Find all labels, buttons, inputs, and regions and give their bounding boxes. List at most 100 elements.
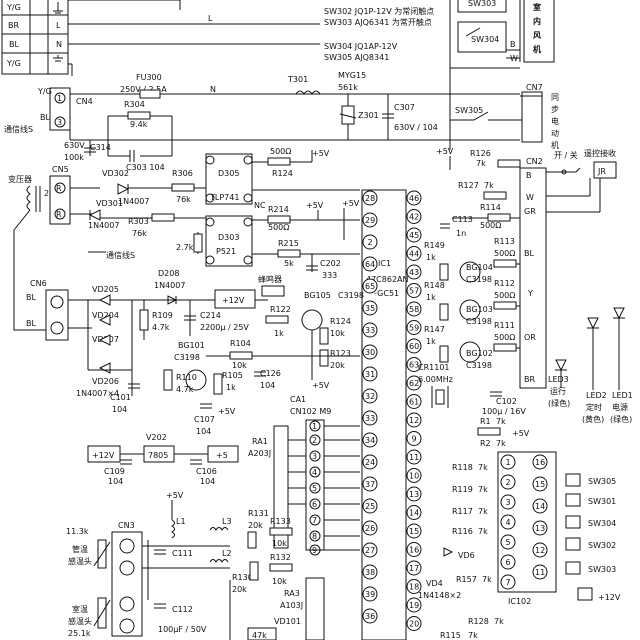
cn2-led-section: +5V R126 7k R127 7k CN2 B W GR BL Y OR B…: [418, 147, 633, 424]
ic102-right-pin-6: [500, 574, 516, 590]
r117-label: R117: [452, 507, 473, 516]
comm-line-s2: 通信线S: [106, 250, 135, 260]
plus5v-r126: +5V: [436, 147, 454, 156]
ic1-right-pin-19-number: 16: [409, 546, 419, 555]
ic1-label: IC1: [378, 259, 391, 268]
vd4-type: 1N4148×2: [418, 591, 461, 600]
motor-label-1: 同: [551, 93, 559, 102]
ic1-left-pin-16: [362, 542, 378, 558]
note-sw303: SW303 AJQ6341 为常开触点: [324, 17, 432, 27]
ic1-right-pin-3: [406, 246, 422, 261]
r147-value: 1k: [426, 337, 436, 346]
r304-label: R304: [124, 100, 145, 109]
r306-label: R306: [172, 169, 193, 178]
ic1-right-pin-8: [406, 338, 422, 354]
ic1-left-pin-4: [362, 278, 378, 294]
cn5-transformer: CN5 R R 变压器 2 VD302 VD301 1N4007 1N4007 …: [8, 165, 195, 260]
ic1-right-pin-19: [406, 542, 422, 557]
vd205-label: VD205: [92, 285, 119, 294]
vd302-label: VD302: [102, 169, 129, 178]
ic1-left-pin-19: [362, 608, 378, 624]
r148-label: R148: [424, 281, 445, 290]
ic1-left-pin-10-number: 33: [365, 414, 375, 423]
ic1-left-pin-3-number: 64: [365, 260, 375, 269]
sw301-output: SW301: [588, 497, 616, 506]
ic1-left-pin-9: [362, 388, 378, 404]
r132-label: R132: [270, 553, 291, 562]
c107-label: C107: [194, 415, 215, 424]
ic1-right-pin-1-number: 42: [409, 213, 419, 222]
ic1-left-pin-1-number: 29: [365, 216, 375, 225]
fan-terminal-b: B: [510, 40, 516, 49]
r132-value: 10k: [272, 577, 287, 586]
ic102-right-pin-4: [500, 534, 516, 550]
cn4-connector: 1 3 CN4 Y/G BL 通信线S: [4, 87, 520, 134]
ic1-right-pin-2-number: 45: [409, 231, 419, 240]
ic1-right-pin-6: [406, 301, 422, 317]
ic1-left-pin-8-number: 31: [365, 370, 375, 379]
ic1-right-pin-17-number: 14: [409, 509, 419, 518]
plus5v-mid: +5V: [306, 201, 324, 210]
ic1-right-pin-9-number: 63: [409, 361, 419, 370]
r105-value: 1k: [226, 383, 236, 392]
cn3-label: CN3: [118, 521, 135, 530]
svg-text:1: 1: [312, 422, 317, 431]
r127-value: 7k: [484, 181, 494, 190]
sync-motor-block: CN7 同 步 电 动 机 SW305: [449, 68, 559, 150]
plus5v-bg105: +5V: [312, 381, 330, 390]
ic102-right-pin-1-number: 2: [506, 478, 511, 487]
c303-label: C303 104: [126, 163, 165, 172]
sw302-output: SW302: [588, 541, 616, 550]
plus5v-cn3: +5V: [166, 491, 184, 500]
cn2-pin-or: OR: [524, 333, 536, 342]
ic1-right-pin-4: [406, 264, 422, 280]
r304-value: 9.4k: [130, 120, 148, 129]
remote-rx-label: 遥控接收: [584, 148, 616, 158]
r122-label: R122: [270, 305, 291, 314]
ic1-right-pin-3-number: 44: [409, 250, 419, 259]
cn4-label: CN4: [76, 97, 93, 106]
r104-label: R104: [230, 339, 251, 348]
r131-value: 20k: [248, 521, 263, 530]
bg104-type: C3198: [466, 275, 492, 284]
ic1-left-pin-2: [362, 234, 378, 250]
svg-text:3: 3: [312, 452, 317, 461]
ic102-left-pin-4: [532, 542, 548, 558]
ic1-right-pin-0: [406, 190, 422, 206]
r119-label: R119: [452, 485, 473, 494]
terminal-label-l: L: [56, 21, 61, 30]
ic1-right-pin-22-number: 19: [409, 601, 419, 610]
r27k-label: 2.7k: [176, 243, 194, 252]
vd101-label: VD101: [274, 617, 301, 626]
r128-label: R128: [468, 617, 489, 626]
r215-label: R215: [278, 239, 299, 248]
led1-color: (绿色): [610, 414, 632, 424]
sw303-output: SW303: [588, 565, 616, 574]
motor-label-3: 电: [551, 116, 559, 126]
optocoupler-section: D305 TLP741 NC D303 P521 2.7k 500Ω R124 …: [174, 147, 360, 280]
ic1-right-pin-23-number: 20: [409, 620, 419, 629]
c106-label: C106: [196, 467, 217, 476]
ic1-left-pin-5: [362, 300, 378, 316]
fan-terminal-w: W: [510, 54, 518, 63]
ic102-label: IC102: [508, 597, 531, 606]
ic1-right-pin-14-number: 11: [409, 453, 419, 462]
ic1-right-pin-20-number: 17: [409, 564, 419, 573]
ic1-right-pin-15: [406, 468, 422, 483]
c102-label: C102: [496, 397, 517, 406]
c307-value: 630V / 104: [394, 123, 438, 132]
l2-label: L2: [222, 549, 232, 558]
c101-label: C101: [110, 393, 131, 402]
motor-label-4: 动: [551, 128, 559, 138]
ic1-left-pin-14-number: 25: [365, 502, 375, 511]
ic1-right-pin-13-number: 9: [412, 435, 417, 444]
r215-value: 5k: [284, 259, 294, 268]
r149-label: R149: [424, 241, 445, 250]
led2-color: (黄色): [582, 414, 604, 424]
ic1-left-pin-14: [362, 498, 378, 514]
crystal-frequency: 6.00MHz: [418, 375, 453, 384]
r124b-value: 10k: [330, 329, 345, 338]
ic102-right-pin-3: [500, 514, 516, 530]
pipe-temp-label-2: 感温头: [68, 556, 92, 566]
